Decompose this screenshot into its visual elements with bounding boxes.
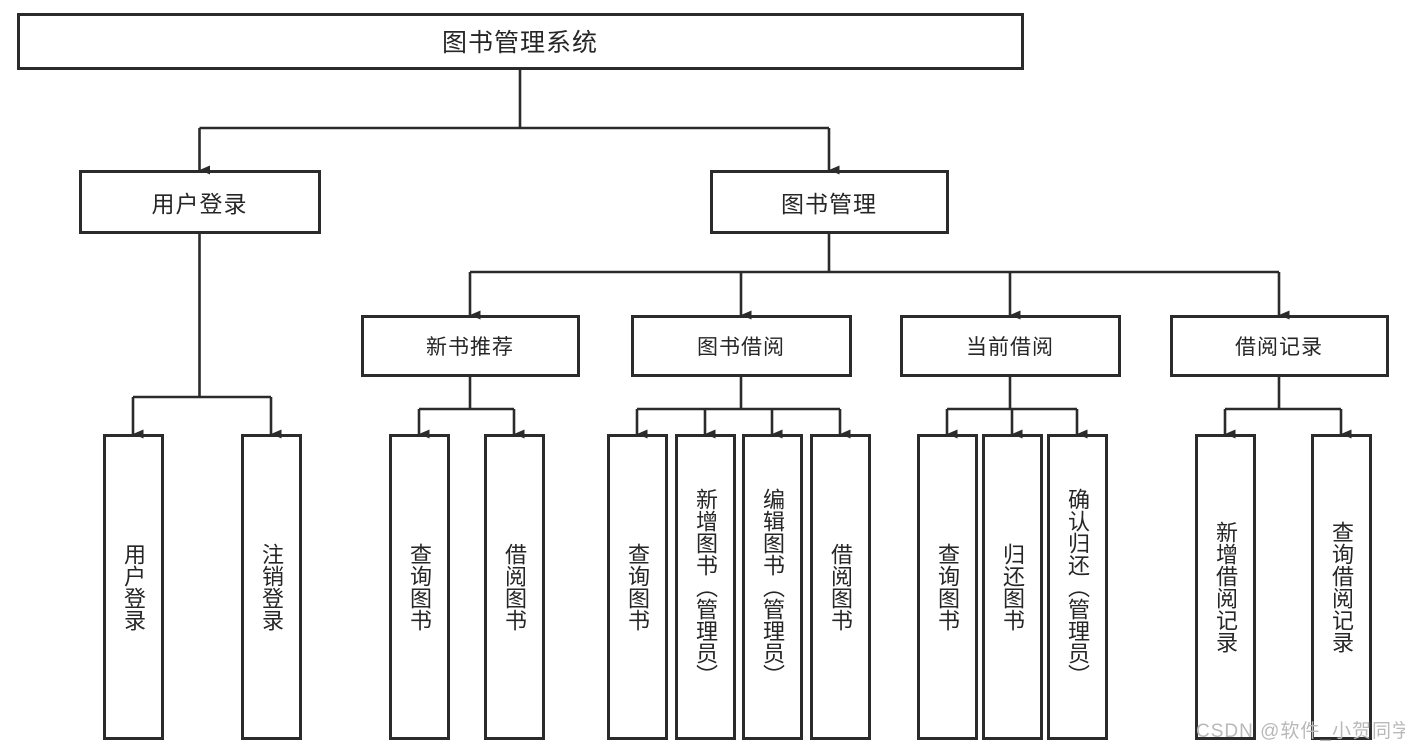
node-box-leaf-query-book-3[interactable] xyxy=(917,434,978,740)
node-box-leaf-borrow-book-2[interactable] xyxy=(810,434,871,740)
node-box-book-borrow[interactable] xyxy=(631,315,852,377)
node-boxes xyxy=(17,13,1389,740)
watermark: CSDN @软件_小贺同学 xyxy=(1196,721,1405,742)
node-box-leaf-user-login[interactable] xyxy=(103,434,164,740)
node-box-leaf-add-record[interactable] xyxy=(1195,434,1256,740)
node-box-root[interactable] xyxy=(17,13,1024,70)
node-box-leaf-confirm-return[interactable] xyxy=(1047,434,1108,740)
node-box-current-borrow[interactable] xyxy=(900,315,1121,377)
node-box-leaf-query-book-1[interactable] xyxy=(389,434,450,740)
node-box-leaf-borrow-book-1[interactable] xyxy=(484,434,545,740)
node-box-borrow-record[interactable] xyxy=(1170,315,1389,377)
node-box-leaf-logout[interactable] xyxy=(241,434,302,740)
connector-lines xyxy=(131,68,1352,439)
node-box-leaf-edit-book[interactable] xyxy=(742,434,803,740)
node-box-leaf-query-record[interactable] xyxy=(1311,434,1372,740)
node-box-leaf-query-book-2[interactable] xyxy=(607,434,668,740)
node-box-new-book-recommend[interactable] xyxy=(361,315,580,377)
node-box-book-manage[interactable] xyxy=(710,170,949,234)
node-box-user-login[interactable] xyxy=(79,170,321,234)
node-box-leaf-return-book[interactable] xyxy=(982,434,1043,740)
node-box-leaf-add-book[interactable] xyxy=(675,434,736,740)
